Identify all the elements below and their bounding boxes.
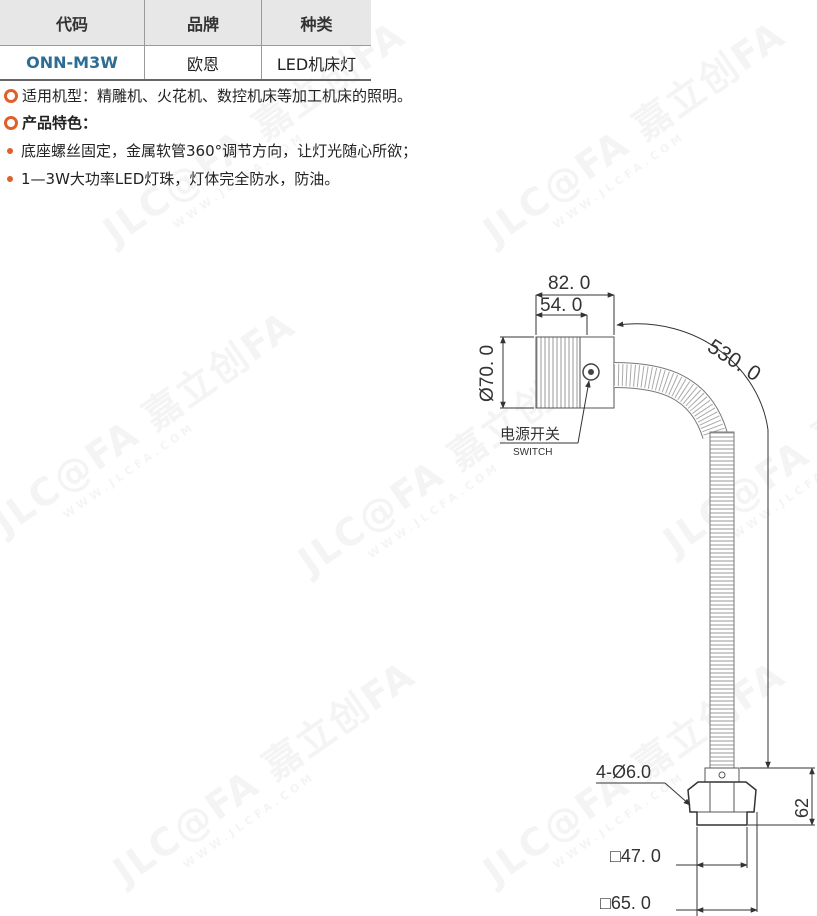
- header-code: 代码: [0, 0, 145, 46]
- feature-item: 底座螺丝固定，金属软管360°调节方向，让灯光随心所欲；: [4, 140, 417, 162]
- switch-label-en: SWITCH: [513, 447, 552, 458]
- features-title: 产品特色：: [22, 114, 98, 132]
- lamp-base: [687, 767, 757, 826]
- dim-62: 62: [792, 798, 812, 818]
- dim-47: □47. 0: [610, 846, 661, 866]
- dim-54: 54. 0: [540, 295, 582, 316]
- feature-text-1: 底座螺丝固定，金属软管360°调节方向，让灯光随心所欲；: [21, 142, 418, 160]
- lamp-head: [535, 336, 615, 409]
- spec-table: 代码 品牌 种类 ONN-M3W 欧恩 LED机床灯: [0, 0, 371, 81]
- dim-70: Ø70. 0: [477, 345, 498, 402]
- gooseneck-hose: [613, 362, 735, 771]
- dim-holes: 4-Ø6.0: [596, 762, 651, 782]
- feature-item: 1—3W大功率LED灯珠，灯体完全防水，防油。: [4, 168, 339, 190]
- switch-label-cn: 电源开关: [500, 426, 560, 443]
- target-icon: [4, 89, 18, 103]
- target-icon: [4, 116, 18, 130]
- dim-65: □65. 0: [600, 893, 651, 913]
- header-type: 种类: [261, 0, 371, 46]
- cell-brand: 欧恩: [144, 45, 262, 81]
- bullet-icon: [7, 176, 13, 182]
- dim-82: 82. 0: [548, 273, 590, 294]
- application-text: 适用机型：精雕机、火花机、数控机床等加工机床的照明。: [22, 87, 413, 105]
- table-header-row: 代码 品牌 种类: [0, 0, 371, 46]
- application-line: 适用机型：精雕机、火花机、数控机床等加工机床的照明。: [4, 85, 412, 107]
- cell-type: LED机床灯: [261, 45, 371, 81]
- bullet-icon: [7, 148, 13, 154]
- table-row: ONN-M3W 欧恩 LED机床灯: [0, 45, 371, 81]
- dim-530: 530. 0: [703, 335, 764, 386]
- header-brand: 品牌: [144, 0, 262, 46]
- feature-text-2: 1—3W大功率LED灯珠，灯体完全防水，防油。: [21, 170, 340, 188]
- features-title-line: 产品特色：: [4, 112, 97, 134]
- cell-code: ONN-M3W: [0, 45, 145, 81]
